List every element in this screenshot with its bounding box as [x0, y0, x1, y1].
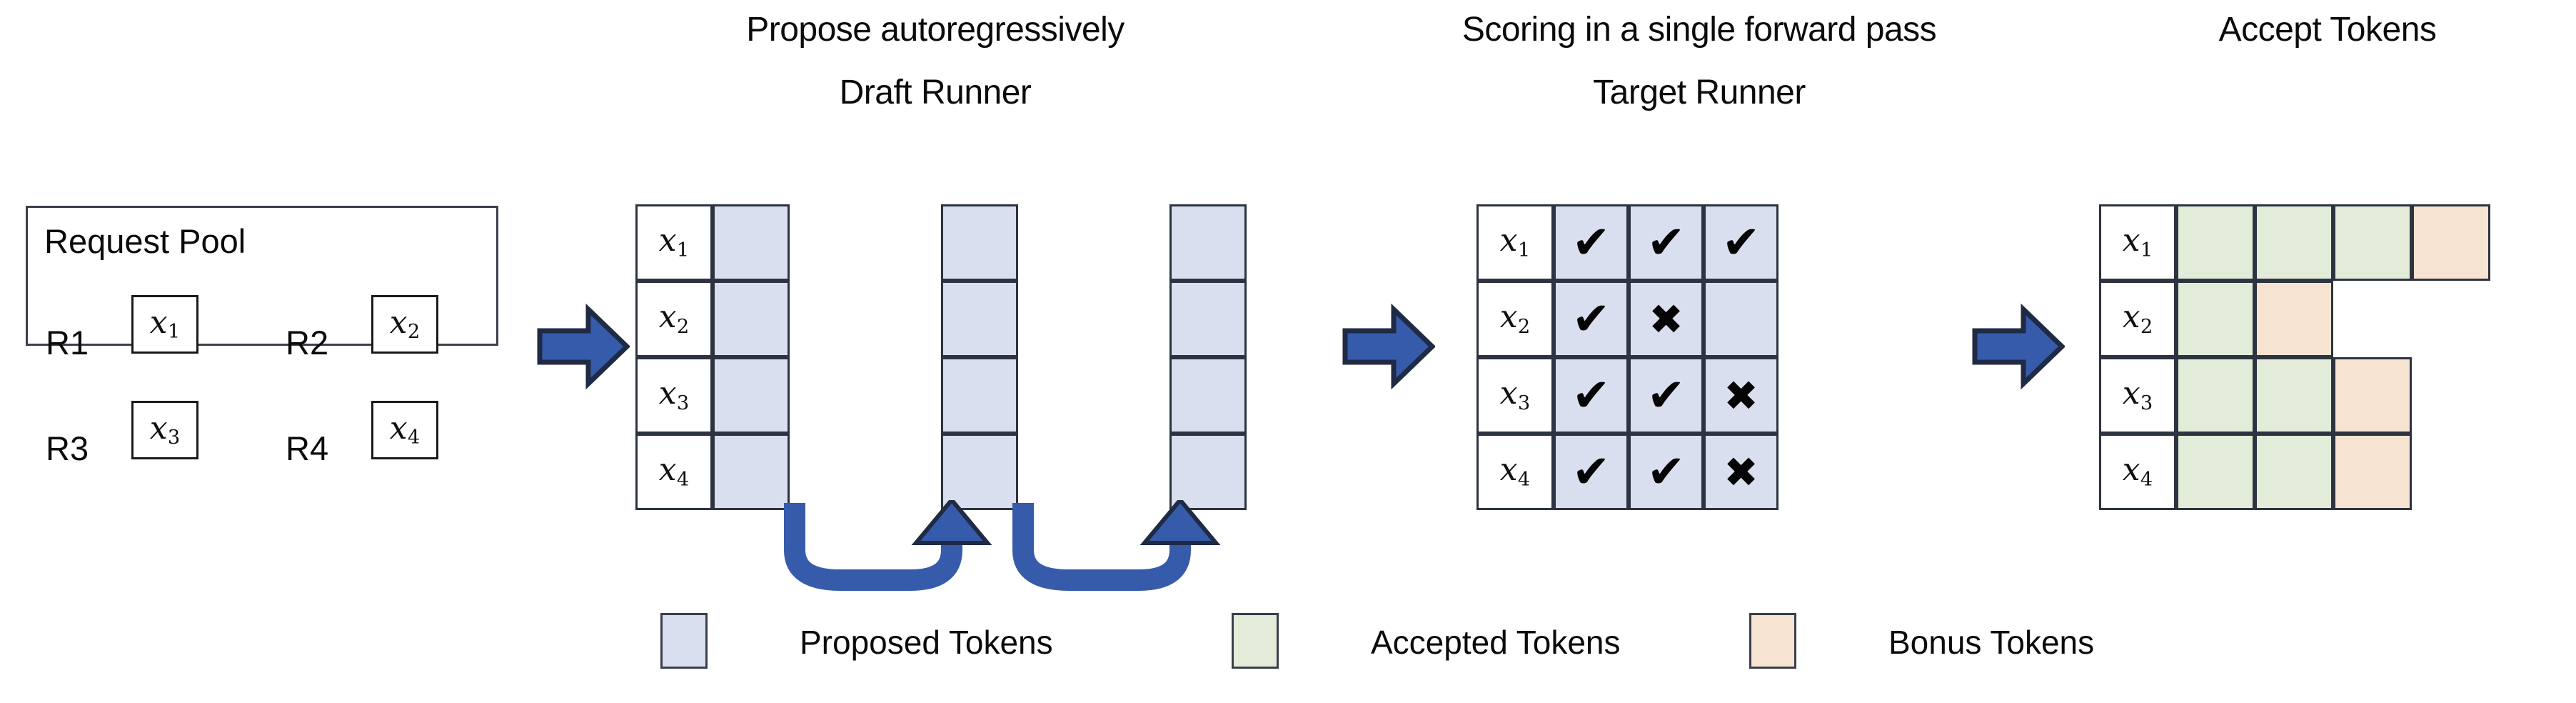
accept-row-label-x1: x1: [2099, 204, 2176, 281]
accept-cell-r1-c4-bonus: [2412, 204, 2490, 281]
token-glyph: x1: [149, 304, 181, 344]
draft-cell-s2-r3: [941, 357, 1018, 434]
check-icon: ✔: [1571, 369, 1611, 422]
accept-row-label-x2: x2: [2099, 281, 2176, 357]
draft-cell-s3-r1: [1169, 204, 1247, 281]
legend-label-bonus: Bonus Tokens: [1888, 624, 2095, 661]
draft-cell-s2-r2: [941, 281, 1018, 357]
check-icon: ✔: [1571, 445, 1611, 499]
accept-cell-r4-c2: [2255, 434, 2333, 510]
target-cell-r3-c2: ✔: [1629, 357, 1704, 434]
draft-row-label-x4: x4: [635, 434, 713, 510]
target-cell-r2-c2: ✖: [1629, 281, 1704, 357]
check-icon: ✔: [1646, 369, 1686, 422]
target-row-label-x2: x2: [1476, 281, 1554, 357]
draft-cell-s2-r1: [941, 204, 1018, 281]
draft-cell-s1-r4: [713, 434, 790, 510]
accept-cell-r1-c1: [2176, 204, 2255, 281]
check-icon: ✔: [1646, 216, 1686, 269]
request-token-r1: x1: [131, 295, 198, 354]
draft-cell-s2-r4: [941, 434, 1018, 510]
flow-arrow-draft-to-target: [1342, 304, 1435, 389]
accept-cell-r3-c2: [2255, 357, 2333, 434]
draft-cell-s3-r2: [1169, 281, 1247, 357]
target-cell-r2-c1: ✔: [1554, 281, 1629, 357]
legend-label-accepted: Accepted Tokens: [1371, 624, 1621, 661]
accept-cell-r3-c3-bonus: [2333, 357, 2412, 434]
target-cell-r4-c3: ✖: [1704, 434, 1778, 510]
accept-cell-r2-c2-bonus: [2255, 281, 2333, 357]
legend-swatch-bonus: [1749, 613, 1796, 669]
draft-row-label-x2: x2: [635, 281, 713, 357]
cross-icon: ✖: [1724, 371, 1759, 420]
target-cell-r3-c3: ✖: [1704, 357, 1778, 434]
request-token-r2: x2: [371, 295, 438, 354]
legend-swatch-proposed: [660, 613, 708, 669]
cross-icon: ✖: [1724, 447, 1759, 497]
request-pool-box: [26, 206, 498, 346]
accept-cell-r1-c3: [2333, 204, 2412, 281]
accept-cell-r4-c3-bonus: [2333, 434, 2412, 510]
draft-cell-s3-r3: [1169, 357, 1247, 434]
target-row-label-x3: x3: [1476, 357, 1554, 434]
request-token-r3: x3: [131, 401, 198, 459]
draft-cell-s1-r1: [713, 204, 790, 281]
flow-arrow-target-to-accept: [1972, 304, 2065, 389]
target-cell-r2-c3: [1704, 281, 1778, 357]
legend-label-proposed: Proposed Tokens: [800, 624, 1053, 661]
accept-cell-r3-c1: [2176, 357, 2255, 434]
draft-cell-s1-r2: [713, 281, 790, 357]
header-target-runner: Target Runner: [1593, 74, 1806, 111]
loop-arrow-step1-to-step2: [784, 500, 992, 591]
accept-row-label-x4: x4: [2099, 434, 2176, 510]
request-label-r4: R4: [286, 429, 329, 467]
check-icon: ✔: [1571, 216, 1611, 269]
target-cell-r4-c2: ✔: [1629, 434, 1704, 510]
accept-row-label-x3: x3: [2099, 357, 2176, 434]
target-row-label-x1: x1: [1476, 204, 1554, 281]
request-token-r4: x4: [371, 401, 438, 459]
header-accept-tokens: Accept Tokens: [2218, 11, 2437, 49]
target-cell-r1-c1: ✔: [1554, 204, 1629, 281]
draft-row-label-x1: x1: [635, 204, 713, 281]
request-label-r2: R2: [286, 324, 329, 362]
target-cell-r1-c3: ✔: [1704, 204, 1778, 281]
token-glyph: x3: [149, 409, 181, 449]
cross-icon: ✖: [1649, 294, 1684, 344]
request-label-r1: R1: [46, 324, 89, 362]
loop-arrow-step2-to-step3: [1012, 500, 1221, 591]
flow-arrow-pool-to-draft: [537, 304, 630, 389]
request-label-r3: R3: [46, 429, 89, 467]
target-cell-r3-c1: ✔: [1554, 357, 1629, 434]
header-scoring-single-forward-pass: Scoring in a single forward pass: [1461, 11, 1937, 49]
check-icon: ✔: [1721, 216, 1761, 269]
accept-cell-r2-c1: [2176, 281, 2255, 357]
draft-row-label-x3: x3: [635, 357, 713, 434]
request-pool-title: Request Pool: [44, 222, 246, 260]
token-glyph: x2: [389, 304, 421, 344]
accept-cell-r1-c2: [2255, 204, 2333, 281]
draft-cell-s1-r3: [713, 357, 790, 434]
draft-cell-s3-r4: [1169, 434, 1247, 510]
header-propose-autoregressively: Propose autoregressively: [746, 11, 1125, 49]
check-icon: ✔: [1646, 445, 1686, 499]
target-cell-r1-c2: ✔: [1629, 204, 1704, 281]
header-draft-runner: Draft Runner: [839, 74, 1032, 111]
legend-swatch-accepted: [1232, 613, 1279, 669]
token-glyph: x4: [389, 409, 421, 449]
target-cell-r4-c1: ✔: [1554, 434, 1629, 510]
check-icon: ✔: [1571, 292, 1611, 346]
target-row-label-x4: x4: [1476, 434, 1554, 510]
accept-cell-r4-c1: [2176, 434, 2255, 510]
